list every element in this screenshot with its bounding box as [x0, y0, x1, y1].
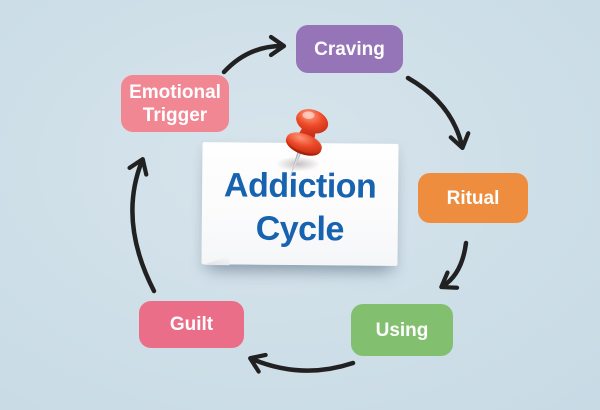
- diagram-title-line2: Cycle: [255, 209, 345, 249]
- stage-guilt-label: Guilt: [169, 314, 214, 335]
- stage-emotional-trigger-label: Emotional Trigger: [129, 81, 221, 126]
- arrow-using-to-guilt: [248, 352, 356, 374]
- stage-ritual: Ritual: [418, 173, 528, 223]
- card-fold: [201, 256, 229, 265]
- red-pushpin-icon: [276, 109, 329, 180]
- stage-emotional-trigger: Emotional Trigger: [121, 75, 229, 132]
- arrow-guilt-to-trigger: [127, 157, 157, 294]
- arrow-ritual-to-using: [439, 240, 469, 290]
- stage-using-label: Using: [375, 319, 429, 341]
- stage-guilt: Guilt: [139, 301, 244, 348]
- arrow-craving-to-ritual: [405, 75, 471, 151]
- stage-craving-label: Craving: [314, 38, 385, 60]
- stage-using: Using: [351, 304, 453, 356]
- stage-craving: Craving: [296, 25, 403, 73]
- stage-ritual-label: Ritual: [446, 187, 500, 209]
- arrow-trigger-to-craving: [221, 34, 287, 75]
